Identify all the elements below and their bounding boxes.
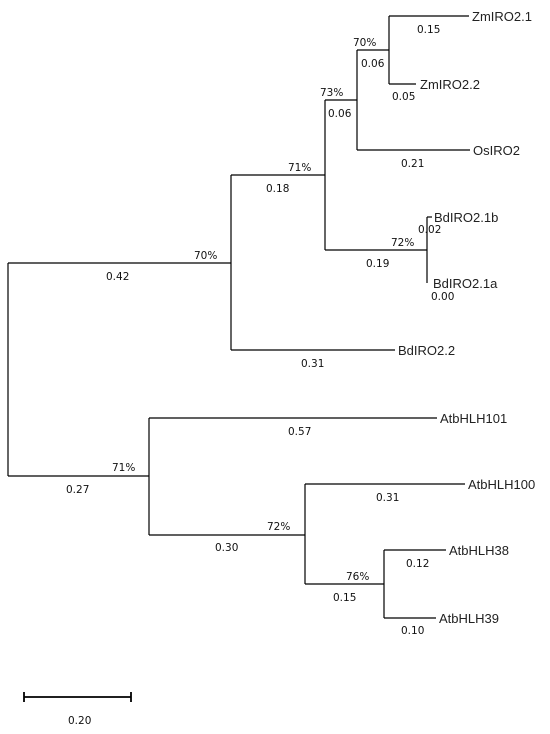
branch-length-label: 0.57 <box>288 426 311 438</box>
bootstrap-label: 76% <box>346 571 369 583</box>
branch-length-label: 0.42 <box>106 271 129 283</box>
tree-branches <box>7 15 470 619</box>
taxon-label: BdIRO2.2 <box>398 343 455 358</box>
branch-length-label: 0.19 <box>366 258 389 270</box>
branch-length-label: 0.15 <box>333 592 356 604</box>
branch-length-label: 0.10 <box>401 625 424 637</box>
taxon-label: AtbHLH39 <box>439 611 499 626</box>
branch-length-label: 0.15 <box>417 24 440 36</box>
bootstrap-label: 70% <box>353 37 376 49</box>
branch-length-label: 0.27 <box>66 484 89 496</box>
scale-bar-label: 0.20 <box>68 715 91 727</box>
branch-length-label: 0.18 <box>266 183 289 195</box>
bootstrap-label: 70% <box>194 250 217 262</box>
taxon-label: OsIRO2 <box>473 143 520 158</box>
taxon-label: BdIRO2.1b <box>434 210 498 225</box>
branch-length-label: 0.31 <box>376 492 399 504</box>
bootstrap-label: 71% <box>112 462 135 474</box>
taxon-label: ZmIRO2.1 <box>472 9 532 24</box>
bootstrap-label: 72% <box>391 237 414 249</box>
branch-length-label: 0.31 <box>301 358 324 370</box>
taxon-label: AtbHLH38 <box>449 543 509 558</box>
bootstrap-label: 72% <box>267 521 290 533</box>
branch-length-label: 0.00 <box>431 291 454 303</box>
taxon-label: BdIRO2.1a <box>433 276 498 291</box>
branch-length-label: 0.06 <box>328 108 352 120</box>
tip-labels: ZmIRO2.1 ZmIRO2.2 OsIRO2 BdIRO2.1b BdIRO… <box>398 9 535 626</box>
branch-length-label: 0.02 <box>418 224 441 236</box>
bootstrap-label: 73% <box>320 87 343 99</box>
branch-length-label: 0.05 <box>392 91 415 103</box>
taxon-label: AtbHLH101 <box>440 411 507 426</box>
branch-length-label: 0.06 <box>361 58 385 70</box>
taxon-label: ZmIRO2.2 <box>420 77 480 92</box>
taxon-label: AtbHLH100 <box>468 477 535 492</box>
bootstrap-labels: 70% 73% 71% 72% 70% 76% 72% 71% <box>112 37 414 583</box>
bootstrap-label: 71% <box>288 162 311 174</box>
branch-length-labels: 0.15 0.05 0.06 0.21 0.06 0.02 0.00 0.19 … <box>66 24 454 637</box>
branch-length-label: 0.21 <box>401 158 424 170</box>
branch-length-label: 0.30 <box>215 542 238 554</box>
branch-length-label: 0.12 <box>406 558 429 570</box>
scale-bar: 0.20 <box>23 692 132 727</box>
